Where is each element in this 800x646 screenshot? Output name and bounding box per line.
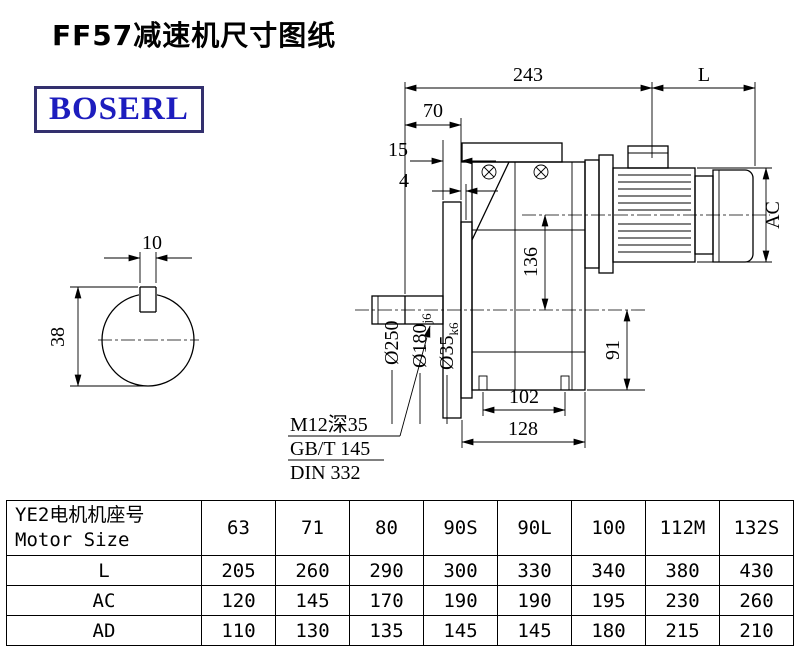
motor-frame-label-en: Motor Size bbox=[15, 529, 130, 551]
bolt-hole-icon bbox=[533, 164, 549, 180]
dim-total-width: 243 bbox=[513, 64, 543, 86]
table-row: AC 120 145 170 190 190 195 230 260 bbox=[6, 585, 794, 616]
row-label: L bbox=[6, 555, 202, 586]
standard-din: DIN 332 bbox=[290, 462, 361, 484]
dim-shaft-diameter: Ø35k6 bbox=[436, 322, 461, 370]
table-cell: 120 bbox=[201, 585, 276, 616]
table-cell: 170 bbox=[349, 585, 424, 616]
table-cell: 210 bbox=[719, 615, 794, 646]
table-cell: 135 bbox=[349, 615, 424, 646]
table-cell: 380 bbox=[645, 555, 720, 586]
technical-drawing: 10 38 bbox=[47, 64, 784, 484]
table-cell: 290 bbox=[349, 555, 424, 586]
table-cell: 260 bbox=[275, 555, 350, 586]
dim-136: 136 bbox=[520, 247, 542, 277]
table-cell: 130 bbox=[275, 615, 350, 646]
table-cell: 205 bbox=[201, 555, 276, 586]
shaft-end-view: 10 38 bbox=[47, 232, 199, 387]
table-cell: 300 bbox=[423, 555, 498, 586]
table-cell: 145 bbox=[497, 615, 572, 646]
table-cell: 230 bbox=[645, 585, 720, 616]
dimensions: 243 L 70 15 4 136 91 AC 102 bbox=[288, 64, 784, 484]
table-cell: 430 bbox=[719, 555, 794, 586]
table-cell: 195 bbox=[571, 585, 646, 616]
row-label: AC bbox=[6, 585, 202, 616]
table-cell: 180 bbox=[571, 615, 646, 646]
size-column-header: 90L bbox=[497, 500, 572, 556]
gearbox-side-view bbox=[355, 142, 770, 419]
size-column-header: 63 bbox=[201, 500, 276, 556]
thread-note: M12深35 bbox=[290, 413, 368, 436]
dim-15: 15 bbox=[388, 139, 408, 161]
size-column-header: 112M bbox=[645, 500, 720, 556]
table-cell: 330 bbox=[497, 555, 572, 586]
table-cell: 260 bbox=[719, 585, 794, 616]
table-cell: 190 bbox=[497, 585, 572, 616]
table-row: AD 110 130 135 145 145 180 215 210 bbox=[6, 615, 794, 646]
size-column-header: 71 bbox=[275, 500, 350, 556]
terminal-box bbox=[627, 145, 669, 169]
table-cell: 340 bbox=[571, 555, 646, 586]
table-cell: 110 bbox=[201, 615, 276, 646]
motor-size-table: YE2电机机座号 Motor Size 63 71 80 90S 90L 100… bbox=[6, 500, 794, 646]
dim-spigot-diameter: Ø180j6 bbox=[409, 313, 434, 368]
dim-key-width: 10 bbox=[142, 232, 162, 254]
dim-motor-length: L bbox=[698, 64, 710, 86]
size-column-header: 90S bbox=[423, 500, 498, 556]
table-cell: 190 bbox=[423, 585, 498, 616]
size-column-header: 100 bbox=[571, 500, 646, 556]
row-label: AD bbox=[6, 615, 202, 646]
dim-128: 128 bbox=[508, 418, 538, 440]
page-title: FF57减速机尺寸图纸 bbox=[52, 19, 337, 52]
dim-flange-diameter: Ø250 bbox=[381, 321, 403, 365]
table-cell: 145 bbox=[275, 585, 350, 616]
dim-shaft-height: 38 bbox=[47, 327, 69, 347]
dim-70: 70 bbox=[423, 100, 443, 122]
size-column-header: 80 bbox=[349, 500, 424, 556]
table-corner-header: YE2电机机座号 Motor Size bbox=[6, 500, 202, 556]
size-column-header: 132S bbox=[719, 500, 794, 556]
dim-motor-diameter: AC bbox=[762, 201, 784, 229]
dim-4: 4 bbox=[399, 170, 409, 192]
bolt-hole-icon bbox=[481, 164, 497, 180]
motor-side-view bbox=[584, 145, 754, 274]
table-cell: 145 bbox=[423, 615, 498, 646]
brand-logo: BOSERL bbox=[34, 86, 204, 133]
dim-102: 102 bbox=[509, 386, 539, 408]
table-cell: 215 bbox=[645, 615, 720, 646]
dim-91: 91 bbox=[602, 340, 624, 360]
motor-fins bbox=[618, 174, 691, 253]
standard-gb: GB/T 145 bbox=[290, 438, 370, 460]
table-row: L 205 260 290 300 330 340 380 430 bbox=[6, 555, 794, 586]
motor-frame-label-cn: YE2电机机座号 bbox=[15, 504, 145, 526]
table-header-row: YE2电机机座号 Motor Size 63 71 80 90S 90L 100… bbox=[6, 500, 794, 556]
